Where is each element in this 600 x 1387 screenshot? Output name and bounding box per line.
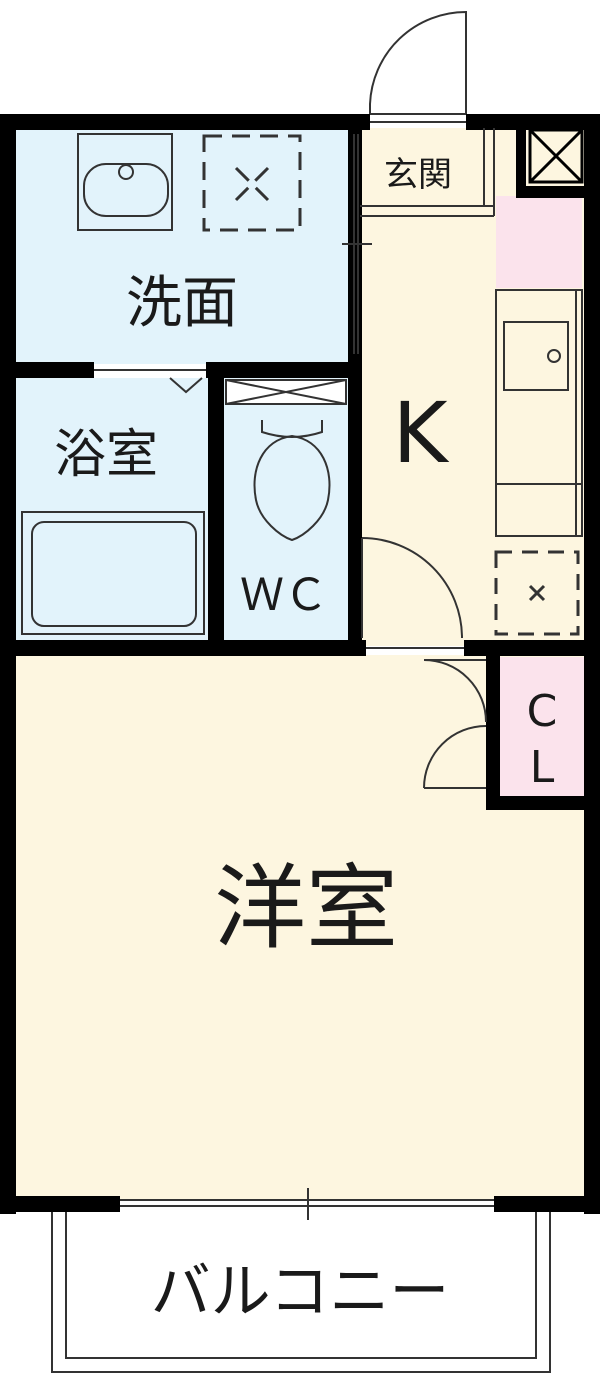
wall-closet-left <box>486 654 500 810</box>
kitchen-door[interactable] <box>361 537 463 639</box>
washing-machine-box <box>202 134 302 232</box>
walls <box>0 114 600 1214</box>
washing-machine-cross-2 <box>234 166 270 202</box>
wall-wc-right <box>348 362 362 654</box>
wall-middle-right <box>464 640 600 656</box>
balcony-railing <box>51 1212 551 1373</box>
closet-area <box>500 657 584 797</box>
label-balcony: バルコニー <box>151 1257 450 1327</box>
fridge-space <box>496 196 582 288</box>
kitchen-door-swing <box>361 537 463 639</box>
pipe-shaft <box>528 128 584 184</box>
toilet-area <box>224 378 348 640</box>
wall-bath-right <box>208 362 224 654</box>
bath-door[interactable] <box>169 377 203 394</box>
kitchen-counter-outer <box>495 289 583 537</box>
thin-partitions <box>94 128 495 649</box>
kitchen-counter <box>495 289 583 537</box>
wall-top-right <box>466 114 600 130</box>
kitchen-sink <box>503 321 569 391</box>
pipe-shaft-box <box>528 128 584 184</box>
wall-top-left <box>0 114 370 130</box>
label-washroom: 洗面 <box>126 271 238 336</box>
wall-right <box>584 114 600 1214</box>
room-labels: 洗面 浴室 ＷＣ 玄関 K C L 洋室 バルコニー <box>54 155 557 1327</box>
closet-door-swing-top <box>423 659 487 723</box>
wall-closet-bottom <box>486 796 600 810</box>
refrigerator-cross-2 <box>528 584 546 602</box>
wall-middle <box>0 640 366 656</box>
toilet-fixture <box>253 420 331 542</box>
washing-machine-cross-1 <box>234 166 270 202</box>
label-bathroom: 浴室 <box>54 425 158 485</box>
label-closet-c: C <box>527 686 558 737</box>
balcony-inner <box>65 1212 537 1359</box>
entrance-door[interactable] <box>369 10 467 123</box>
bath-door-fold <box>169 377 203 394</box>
wash-basin <box>77 133 173 231</box>
label-toilet: ＷＣ <box>240 570 328 621</box>
washing-machine-space <box>202 134 302 232</box>
label-closet-l: L <box>530 742 555 793</box>
balcony-outer <box>51 1212 551 1373</box>
label-kitchen: K <box>392 384 449 482</box>
refrigerator-box <box>494 550 580 636</box>
balcony-window[interactable] <box>120 1188 494 1220</box>
bathtub <box>21 511 205 635</box>
wc-door-cross-2 <box>225 379 347 405</box>
wash-basin-drain <box>118 164 134 180</box>
closet-door-swing-bottom <box>423 725 487 789</box>
wall-pipe-bottom <box>516 186 600 198</box>
entrance-door-swing <box>369 10 467 114</box>
bathtub-outer <box>21 511 205 635</box>
bathtub-inner <box>31 521 197 627</box>
wall-wash-bottom-2 <box>206 362 356 378</box>
label-western-room: 洋室 <box>214 855 398 962</box>
washroom-area <box>14 128 354 364</box>
wall-left <box>0 114 16 1214</box>
wall-bottom-right <box>494 1196 600 1212</box>
bathroom-area <box>14 378 210 640</box>
wash-basin-counter <box>77 133 173 231</box>
toilet-bowl <box>253 434 331 542</box>
closet-doors[interactable] <box>423 659 487 789</box>
wall-bottom-left <box>0 1196 120 1212</box>
pipe-shaft-cross-2 <box>528 128 584 184</box>
balcony-area <box>52 1212 550 1372</box>
label-entrance: 玄関 <box>384 155 452 195</box>
wash-sliding-door[interactable] <box>342 134 372 354</box>
refrigerator-space <box>494 550 580 636</box>
kitchen-sink-drain <box>547 349 561 363</box>
wall-wash-bottom <box>14 362 94 378</box>
wc-door[interactable] <box>225 379 347 405</box>
wall-pipe-left <box>516 128 526 196</box>
